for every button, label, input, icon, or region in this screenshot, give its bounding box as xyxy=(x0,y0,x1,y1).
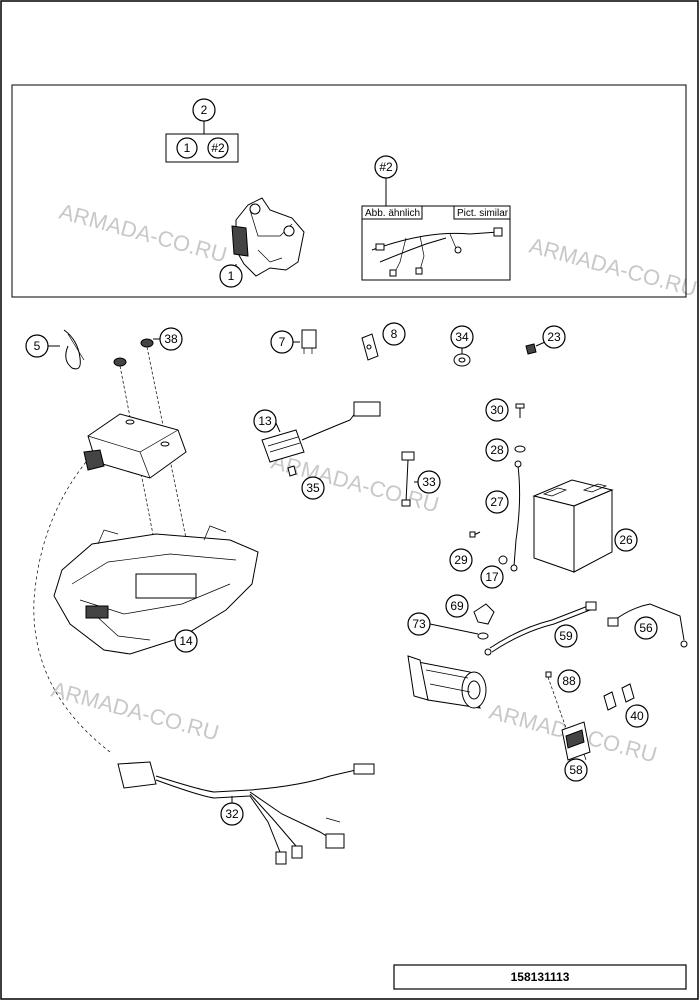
terminal-nut xyxy=(514,445,526,453)
callout-38[interactable]: 38 xyxy=(159,327,183,351)
harness-illustration xyxy=(371,227,503,277)
screw xyxy=(469,531,481,538)
svg-text:7: 7 xyxy=(279,335,286,349)
cable-nut xyxy=(477,632,489,640)
fuse-strip xyxy=(401,451,415,507)
svg-text:#2: #2 xyxy=(211,141,225,155)
callout-30[interactable]: 30 xyxy=(485,398,509,422)
svg-text:38: 38 xyxy=(164,332,178,346)
svg-text:33: 33 xyxy=(422,475,436,489)
watermark: ARMADA-CO.RU xyxy=(269,449,442,518)
svg-text:35: 35 xyxy=(306,481,320,495)
label-similar-de: Abb. ähnlich xyxy=(365,208,420,219)
svg-text:58: 58 xyxy=(569,763,583,777)
fuses xyxy=(603,683,635,711)
voltage-regulator xyxy=(261,401,381,477)
svg-text:88: 88 xyxy=(562,674,576,688)
routing-line xyxy=(33,461,111,753)
svg-text:#2: #2 xyxy=(379,160,393,174)
terminal-bolt xyxy=(515,403,525,418)
svg-text:73: 73 xyxy=(412,617,426,631)
svg-text:40: 40 xyxy=(630,709,644,723)
svg-text:14: 14 xyxy=(179,634,193,648)
ground-cable xyxy=(510,460,522,572)
callout-33[interactable]: 33 xyxy=(417,470,441,494)
callout-28[interactable]: 28 xyxy=(485,438,509,462)
rubber-cap xyxy=(473,603,495,625)
document-number: 158131113 xyxy=(511,970,570,984)
callout-59[interactable]: 59 xyxy=(554,624,578,648)
clip xyxy=(525,343,537,355)
callout-5[interactable]: 5 xyxy=(25,334,49,358)
svg-text:69: 69 xyxy=(450,599,464,613)
callout-2[interactable]: 2 xyxy=(192,98,216,122)
callout-7[interactable]: 7 xyxy=(270,330,294,354)
watermark: ARMADA-CO.RU xyxy=(49,677,222,746)
callout-32[interactable]: 32 xyxy=(220,802,244,826)
battery-holder xyxy=(53,525,259,655)
callout-40[interactable]: 40 xyxy=(625,704,649,728)
wiring-harness xyxy=(117,761,375,865)
callout-17[interactable]: 17 xyxy=(480,565,504,589)
starter-motor xyxy=(407,655,487,709)
svg-text:30: 30 xyxy=(490,403,504,417)
svg-text:59: 59 xyxy=(559,629,573,643)
starter-cable xyxy=(484,601,597,656)
callout-8[interactable]: 8 xyxy=(382,322,406,346)
starter-relay xyxy=(561,721,591,767)
svg-text:56: 56 xyxy=(639,621,653,635)
svg-text:1: 1 xyxy=(228,269,235,283)
svg-text:27: 27 xyxy=(490,495,504,509)
watermark: ARMADA-CO.RU xyxy=(527,233,699,302)
relay-screw xyxy=(545,671,567,729)
svg-text:26: 26 xyxy=(619,533,633,547)
control-unit xyxy=(83,413,187,479)
cable-tie xyxy=(63,329,85,370)
label-similar-en: Pict. similar xyxy=(457,208,509,219)
svg-text:29: 29 xyxy=(454,553,468,567)
callout-35[interactable]: 35 xyxy=(301,476,325,500)
callout-69[interactable]: 69 xyxy=(445,594,469,618)
group-item-harness[interactable]: #2 xyxy=(207,137,229,159)
battery-cable xyxy=(607,603,688,648)
callout-29[interactable]: 29 xyxy=(449,548,473,572)
detail-box: 2 1 #2 1 #2 xyxy=(11,84,687,298)
svg-text:32: 32 xyxy=(225,807,239,821)
battery xyxy=(532,479,614,573)
callout-harness[interactable]: #2 xyxy=(374,155,398,179)
callout-56[interactable]: 56 xyxy=(634,616,658,640)
callout-27[interactable]: 27 xyxy=(485,490,509,514)
svg-text:23: 23 xyxy=(547,330,561,344)
callout-26[interactable]: 26 xyxy=(614,528,638,552)
callout-73[interactable]: 73 xyxy=(407,612,431,636)
callout-23[interactable]: 23 xyxy=(542,325,566,349)
svg-text:28: 28 xyxy=(490,443,504,457)
svg-text:34: 34 xyxy=(455,330,469,344)
document-number-box: 158131113 xyxy=(393,964,687,990)
relay xyxy=(301,329,317,354)
callout-34[interactable]: 34 xyxy=(450,325,474,349)
callout-58[interactable]: 58 xyxy=(564,758,588,782)
group-item-1[interactable]: 1 xyxy=(176,137,198,159)
svg-text:8: 8 xyxy=(391,327,398,341)
frame-bracket xyxy=(231,197,305,277)
callout-88[interactable]: 88 xyxy=(557,669,581,693)
svg-text:1: 1 xyxy=(184,141,191,155)
bushing xyxy=(453,353,471,367)
washer xyxy=(498,555,508,565)
watermark: ARMADA-CO.RU xyxy=(57,199,230,268)
svg-text:5: 5 xyxy=(34,339,41,353)
callout-1[interactable]: 1 xyxy=(219,264,243,288)
callout-14[interactable]: 14 xyxy=(174,629,198,653)
svg-text:17: 17 xyxy=(485,570,499,584)
bracket xyxy=(361,333,379,361)
callout-13[interactable]: 13 xyxy=(253,409,277,433)
svg-text:2: 2 xyxy=(201,103,208,117)
svg-text:13: 13 xyxy=(258,414,272,428)
